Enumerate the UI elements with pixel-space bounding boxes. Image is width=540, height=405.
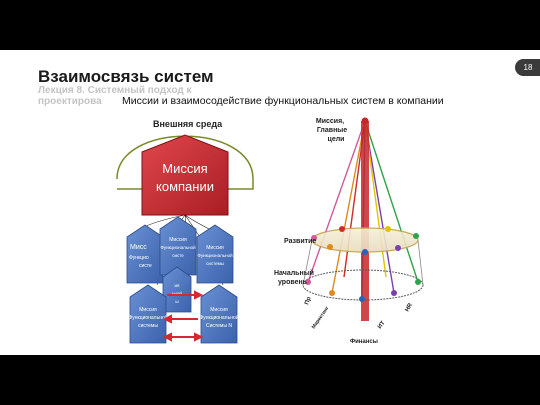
svg-text:системы: системы bbox=[206, 261, 224, 266]
mission-label-3: цели bbox=[328, 136, 345, 143]
slide: Взаимосвязь систем Лекция 8. Системный п… bbox=[0, 50, 540, 355]
company-mission-diagram: Внешняя среда Миссия компании Мисс Функц… bbox=[116, 119, 254, 344]
svg-text:ьной: ьной bbox=[172, 290, 182, 296]
mission-label-2: Главные bbox=[317, 127, 347, 134]
svg-text:Функциональной: Функциональной bbox=[128, 314, 167, 321]
functional-system-box-back-2: Миссия Функциональной систе bbox=[159, 216, 197, 276]
svg-text:Системы N: Системы N bbox=[206, 323, 232, 329]
svg-text:систе: систе bbox=[139, 263, 152, 269]
svg-text:Функциональной: Функциональной bbox=[199, 314, 238, 321]
company-mission-line2: компании bbox=[156, 179, 214, 194]
bottom-label-marketing: Маркетинг bbox=[311, 305, 331, 330]
bottom-label-hr: HR bbox=[405, 302, 415, 313]
svg-text:системы: системы bbox=[138, 323, 158, 329]
slide-title: Взаимосвязь систем bbox=[38, 67, 214, 86]
central-axis bbox=[361, 121, 369, 321]
svg-text:Мисс: Мисс bbox=[130, 244, 147, 251]
svg-text:систе: систе bbox=[172, 253, 184, 258]
functional-system-box-middle: ия ьной ы bbox=[162, 266, 192, 313]
external-environment-arch bbox=[116, 135, 254, 190]
svg-text:Миссия: Миссия bbox=[206, 245, 224, 251]
external-environment-label: Внешняя среда bbox=[153, 119, 223, 129]
initial-level-label-2: уровень bbox=[278, 279, 308, 286]
bottom-label-finance: Финансы bbox=[350, 339, 378, 345]
functional-system-box-back-1: Мисс Функцио систе bbox=[126, 224, 164, 284]
svg-text:Функциональной: Функциональной bbox=[197, 252, 233, 258]
bottom-label-it: ИТ bbox=[377, 320, 387, 330]
svg-text:ы: ы bbox=[175, 299, 178, 304]
functional-system-box-front-left: Миссия Функциональной системы bbox=[128, 284, 168, 344]
company-mission-house bbox=[141, 134, 229, 216]
development-label: Развитие bbox=[284, 238, 316, 245]
bottom-label-pr: Пр bbox=[304, 296, 312, 306]
functional-system-box-back-3: Миссия Функциональной системы bbox=[196, 224, 234, 284]
svg-text:Функцио: Функцио bbox=[129, 255, 149, 261]
svg-text:ия: ия bbox=[175, 283, 181, 288]
mission-label-1: Миссия, bbox=[316, 118, 344, 125]
svg-text:Миссия: Миссия bbox=[210, 307, 228, 313]
page-number-badge: 18 bbox=[515, 59, 540, 76]
figure-caption: Миссии и взаимосодействие функциональных… bbox=[122, 95, 444, 107]
svg-text:Функциональной: Функциональной bbox=[160, 244, 196, 250]
slide-subtitle: Лекция 8. Системный подход к проектирова bbox=[38, 85, 192, 107]
interaction-arrows bbox=[162, 290, 204, 342]
mission-cone-diagram: Миссия, Главные цели Развитие Начальный … bbox=[274, 117, 424, 345]
svg-text:Миссия: Миссия bbox=[169, 237, 187, 243]
initial-level-label-1: Начальный bbox=[274, 269, 314, 277]
svg-text:Миссия: Миссия bbox=[139, 307, 157, 313]
ring-dots bbox=[305, 117, 421, 302]
functional-system-box-front-right: Миссия Функциональной Системы N bbox=[199, 284, 239, 344]
company-mission-line1: Миссия bbox=[162, 161, 207, 176]
